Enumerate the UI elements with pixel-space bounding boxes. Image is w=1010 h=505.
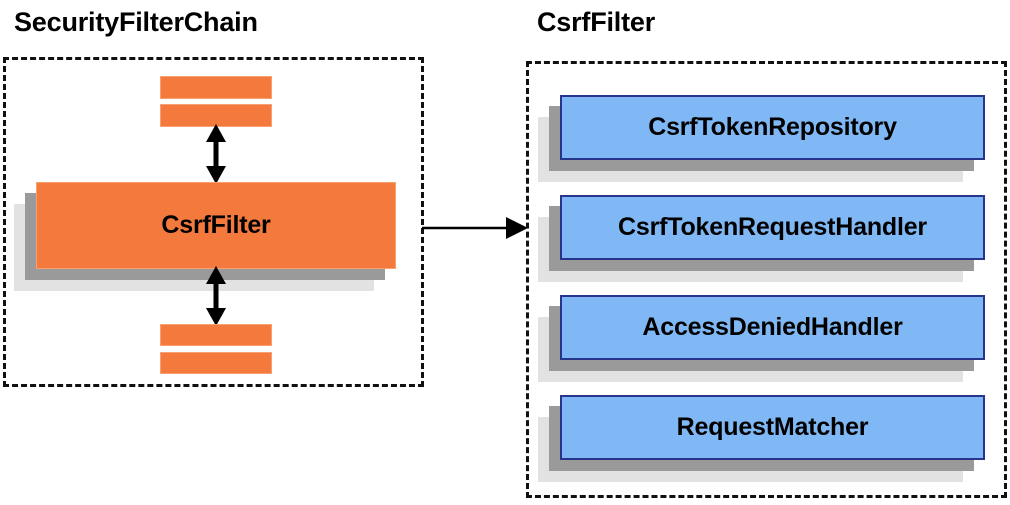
panel-title-security-filter-chain: SecurityFilterChain	[14, 7, 258, 37]
csrf-filter-card[interactable]: CsrfFilter	[14, 182, 396, 291]
csrf-filter-card-label: CsrfFilter	[161, 211, 271, 239]
chain-link-arrow-down	[206, 266, 226, 326]
collaborator-card-csrf-token-request-handler[interactable]: CsrfTokenRequestHandler	[538, 195, 985, 282]
collaborator-card-request-matcher[interactable]: RequestMatcher	[538, 395, 985, 482]
collapsed-filter-bar-top-1	[160, 76, 272, 99]
collaborator-card-label: CsrfTokenRepository	[648, 113, 897, 141]
collapsed-filter-bar-bottom-1	[160, 324, 272, 346]
panel-title-csrf-filter: CsrfFilter	[537, 7, 656, 37]
csrf-filter-card-face: CsrfFilter	[36, 182, 396, 269]
collapsed-filter-bar-bottom-2	[160, 352, 272, 374]
collaborator-card-face: RequestMatcher	[560, 395, 985, 460]
collaborator-card-label: RequestMatcher	[676, 413, 869, 441]
panel-link-arrow	[422, 217, 528, 239]
csrf-filter-collaborators-container	[526, 61, 1007, 498]
collaborator-card-face: CsrfTokenRequestHandler	[560, 195, 985, 260]
chain-link-arrow-up	[206, 124, 226, 184]
collaborator-card-face: AccessDeniedHandler	[560, 295, 985, 360]
collaborator-card-face: CsrfTokenRepository	[560, 95, 985, 160]
collaborator-card-csrf-token-repository[interactable]: CsrfTokenRepository	[538, 95, 985, 182]
collaborator-card-access-denied-handler[interactable]: AccessDeniedHandler	[538, 295, 985, 382]
security-filter-chain-container	[3, 57, 424, 387]
collaborator-card-label: CsrfTokenRequestHandler	[618, 213, 927, 241]
collaborator-card-label: AccessDeniedHandler	[642, 313, 903, 341]
